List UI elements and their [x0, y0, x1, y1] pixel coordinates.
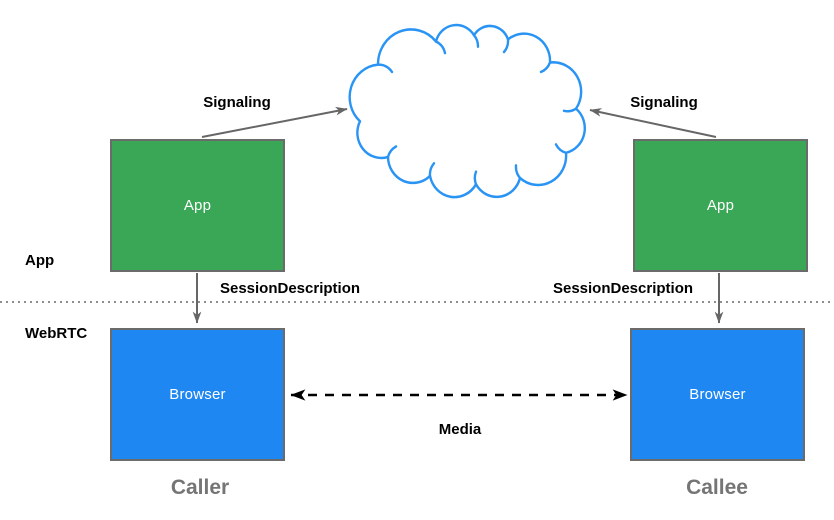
signaling-arrow-right: [589, 108, 717, 138]
media-label: Media: [438, 421, 482, 438]
caller-browser-label: Browser: [169, 386, 226, 403]
callee-app-node: App: [633, 139, 808, 272]
session-description-left-label: SessionDescription: [219, 280, 361, 297]
app-layer-label: App: [25, 252, 55, 269]
cloud-icon: [348, 23, 586, 199]
callee-caption: Callee: [686, 476, 748, 499]
webrtc-layer-label: WebRTC: [25, 325, 88, 342]
caller-app-label: App: [183, 197, 212, 214]
signaling-arrow-left: [201, 106, 348, 138]
signaling-right-label: Signaling: [630, 94, 698, 111]
callee-browser-label: Browser: [689, 386, 746, 403]
session-description-right-label: SessionDescription: [552, 280, 694, 297]
callee-browser-node: Browser: [630, 328, 805, 461]
callee-app-label: App: [706, 197, 735, 214]
cloud-outline: [348, 23, 586, 199]
caller-caption: Caller: [170, 476, 230, 499]
caller-app-node: App: [110, 139, 285, 272]
cloud-scallop-tails: [376, 33, 578, 186]
caller-browser-node: Browser: [110, 328, 285, 461]
signaling-left-label: Signaling: [203, 94, 271, 111]
